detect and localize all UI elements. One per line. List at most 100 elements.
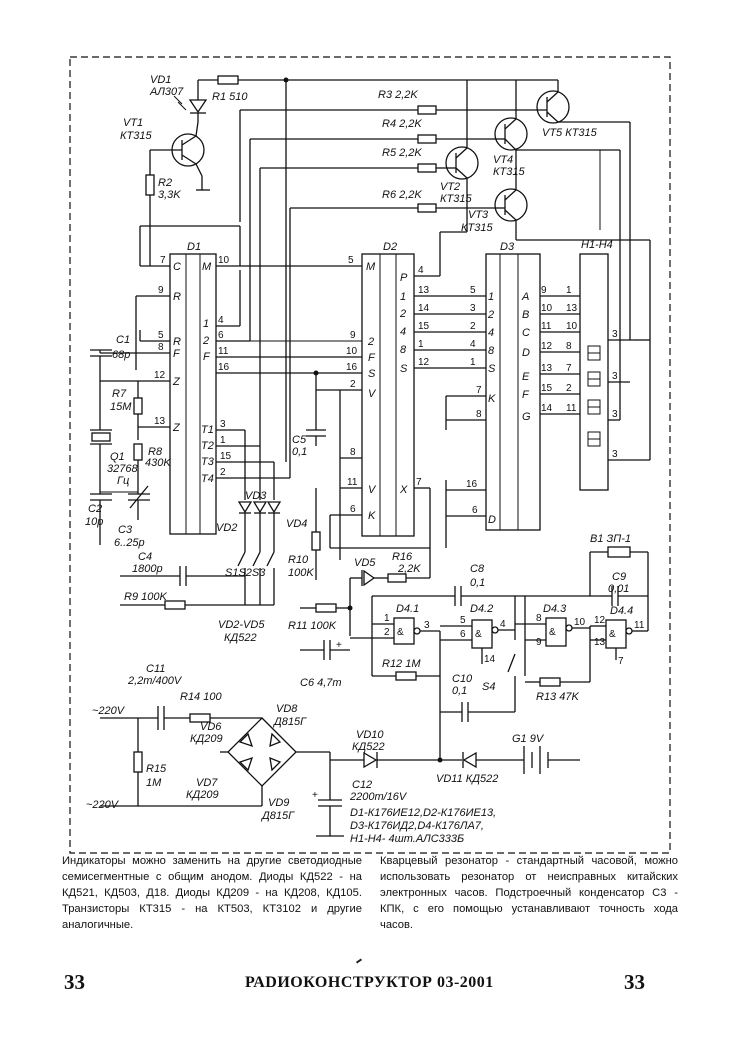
- d1-name: D1: [187, 241, 201, 253]
- c3-value: 6..25р: [114, 537, 145, 549]
- d3-num-1: 5: [470, 285, 476, 296]
- g44-num-11: 11: [634, 620, 645, 631]
- vt4-label: VT4: [493, 154, 513, 166]
- c8-label: C8: [470, 563, 485, 575]
- c6-label: C6 4,7m: [300, 677, 342, 689]
- c2-value: 10р: [85, 516, 103, 528]
- h-num-c: 10: [566, 321, 578, 332]
- h-num-g: 11: [566, 403, 577, 414]
- c4-label: C4: [138, 551, 152, 563]
- g42-num-4: 4: [500, 619, 506, 630]
- vd2-diode: [237, 501, 253, 514]
- vt1-type: КТ315: [120, 130, 152, 142]
- journal-title: РАDИОКОНСТРУКТОР 03-2001: [245, 974, 494, 991]
- r3-label: R3 2,2K: [378, 89, 418, 101]
- svg-text:+: +: [336, 640, 342, 651]
- c11-capacitor: [157, 706, 165, 730]
- r8-value: 430K: [145, 457, 171, 469]
- h-num-e: 7: [566, 363, 572, 374]
- vd2-vd5-type: КД522: [224, 632, 257, 644]
- vd9-type: Д815Г: [260, 810, 295, 822]
- d4-1-label: D4.1: [396, 603, 419, 615]
- g41-num-1: 1: [384, 613, 390, 624]
- r1-label: R1 510: [212, 91, 248, 103]
- r11-resistor: [315, 603, 337, 613]
- r15-value: 1М: [146, 777, 162, 789]
- g44-num-12: 12: [594, 615, 606, 626]
- r4-label: R4 2,2K: [382, 118, 422, 130]
- vt3-transistor: [494, 150, 528, 222]
- r13-resistor: [539, 677, 561, 687]
- g1-label: G1 9V: [512, 733, 545, 745]
- d3-pin-b: B: [522, 309, 529, 321]
- d1-num-o2: 6: [218, 330, 224, 341]
- r13-label: R13 47K: [536, 691, 579, 703]
- d1-num-t2: 1: [220, 435, 226, 446]
- d1-num-z2: 13: [154, 416, 166, 427]
- d3-pin-8: 8: [488, 345, 495, 357]
- q1-label: Q1: [110, 451, 125, 463]
- r7-resistor: [133, 397, 143, 415]
- r16-value: 2,2K: [397, 563, 421, 575]
- s1-s3-switches: [237, 551, 275, 605]
- vd5-diode: [361, 569, 376, 587]
- s4-label: S4: [482, 681, 495, 693]
- d4-3-gate: &: [545, 617, 573, 647]
- d1-pin-f2: F: [203, 351, 211, 363]
- d2-num-m: 5: [348, 255, 354, 266]
- r10-resistor: [311, 531, 321, 551]
- r5-label: R5 2,2K: [382, 147, 422, 159]
- r12-resistor: [395, 671, 417, 681]
- r4-resistor: [250, 134, 490, 144]
- d2-pin-o8: 8: [400, 344, 407, 356]
- d3-num-c: 11: [541, 321, 552, 332]
- r10-label: R10: [288, 554, 309, 566]
- s4-switch: [507, 653, 516, 712]
- g41-num-3: 3: [424, 620, 430, 631]
- d1-num-r2: 5: [158, 330, 164, 341]
- r9-label: R9 100K: [124, 591, 167, 603]
- vd8-type: Д815Г: [272, 716, 307, 728]
- d2-num-f: 10: [346, 346, 358, 357]
- frame-border: [69, 56, 671, 854]
- h-num-3: 3: [612, 409, 618, 420]
- d2-pin-2: 2: [367, 336, 374, 348]
- d2-pin-o4: 4: [400, 326, 406, 338]
- c2-label: C2: [88, 503, 102, 515]
- vd11-diode: [462, 751, 477, 769]
- svg-text:&: &: [609, 629, 616, 640]
- r16-resistor: [387, 573, 407, 583]
- q1-value: 32768: [107, 463, 138, 475]
- d3-pin-e: E: [522, 371, 530, 383]
- c9-value: 0,01: [608, 583, 629, 595]
- d4-2-label: D4.2: [470, 603, 493, 615]
- c5-capacitor: [306, 429, 326, 446]
- c10-label: C10: [452, 673, 473, 685]
- d1-pin-1: 1: [203, 318, 209, 330]
- vt2-label: VT2: [440, 181, 460, 193]
- s1-s3-label: S1S2S3: [225, 567, 266, 579]
- d1-pin-t4: T4: [201, 473, 214, 485]
- c11-label: C11: [146, 663, 165, 675]
- g44-num-13: 13: [594, 637, 606, 648]
- vt5-transistor: [528, 79, 570, 124]
- g43-num-8: 8: [536, 613, 542, 624]
- svg-text:&: &: [549, 627, 556, 638]
- c8-capacitor: [372, 586, 515, 606]
- d3-chip: [485, 253, 541, 531]
- h1-h4-name: H1-H4: [581, 239, 613, 251]
- d2-num-p: 4: [418, 265, 424, 276]
- diode-bridge: [227, 717, 297, 787]
- h-num-2: 3: [612, 371, 618, 382]
- d1-num-c: 7: [160, 255, 166, 266]
- d2-num-s: 16: [346, 362, 358, 373]
- d3-pin-k: K: [488, 393, 496, 405]
- r8-label: R8: [148, 446, 163, 458]
- r2-resistor: [145, 174, 155, 196]
- vd5-label: VD5: [354, 557, 376, 569]
- d3-pin-s: S: [488, 363, 496, 375]
- q1-unit: Гц: [117, 475, 129, 487]
- vt1-label: VT1: [123, 117, 143, 129]
- v220-bottom-label: ~220V: [86, 799, 120, 811]
- vt2-type: КТ315: [440, 193, 472, 205]
